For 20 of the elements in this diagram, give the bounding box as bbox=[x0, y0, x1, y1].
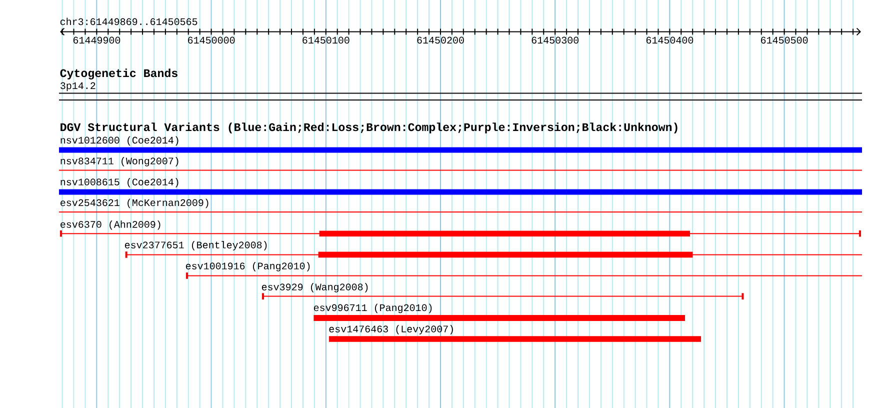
track-label: esv996711 (Pang2010) bbox=[314, 304, 432, 314]
tick-label: 61450300 bbox=[532, 36, 578, 44]
tick-label: 61450500 bbox=[761, 36, 808, 44]
track-label: nsv1012600 (Coe2014) bbox=[60, 136, 178, 146]
tick-label: 61450100 bbox=[302, 36, 350, 44]
tick-label: 61449900 bbox=[73, 36, 120, 44]
track-label: nsv834711 (Wong2007) bbox=[60, 157, 178, 166]
tick-label: 61450200 bbox=[417, 36, 464, 44]
track-label: esv2377651 (Bentley2008) bbox=[124, 241, 267, 250]
tick-label: 61450400 bbox=[646, 36, 694, 44]
track-label: esv1476463 (Levy2007) bbox=[329, 325, 453, 334]
track-label: esv2543621 (McKernan2009) bbox=[60, 198, 208, 208]
track-label: esv1001916 (Pang2010) bbox=[186, 262, 310, 272]
track-label: esv3929 (Wang2008) bbox=[262, 283, 368, 292]
tick-label: 61450000 bbox=[188, 36, 235, 44]
track-label: 3p14.2 bbox=[60, 82, 96, 92]
track-label: esv6370 (Ahn2009) bbox=[60, 220, 160, 230]
track-heading: DGV Structural Variants (Blue:Gain;Red:Loss;Brown:Complex;Purple:Inversion;Black:Unknown) bbox=[60, 122, 678, 134]
title: chr3:61449869..61450565 bbox=[60, 18, 198, 26]
track-label: nsv1008615 (Coe2014) bbox=[60, 178, 178, 188]
